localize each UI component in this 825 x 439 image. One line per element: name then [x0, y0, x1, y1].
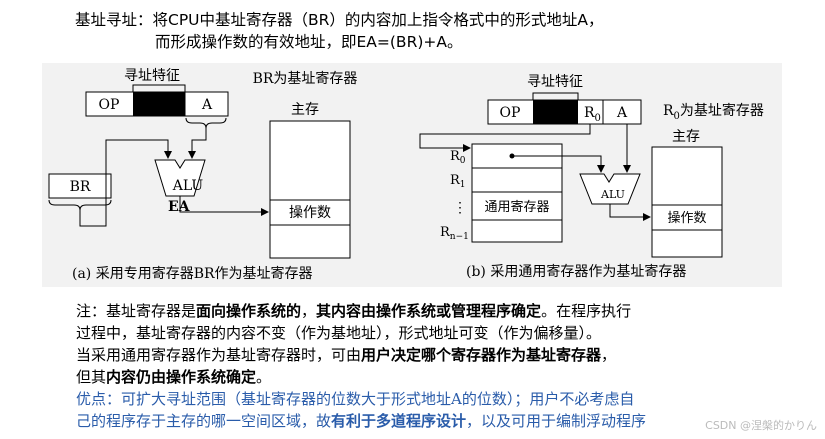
note-3b: 用户决定哪个寄存器作为基址寄存器	[361, 346, 602, 364]
advantage-2c: ，以及可用于编制浮动程序	[466, 412, 647, 430]
note-4b: 内容仍由操作系统确定	[106, 368, 257, 386]
a-arrow-br-to-alu	[79, 139, 172, 227]
heading-line-1: 基址寻址：将CPU中基址寄存器（BR）的内容加上指令格式中的形式地址A，	[75, 11, 604, 29]
note-1d: 其内容由操作系统或管理程序确定	[316, 302, 542, 320]
a-addr-field: A	[201, 97, 213, 113]
b-r0-field: R0	[584, 105, 601, 124]
note-line-2: 过程中，基址寄存器的内容不变（作为基地址），形式地址可变（作为偏移量）。	[76, 324, 602, 342]
b-reg-rn: Rn−1	[440, 225, 469, 242]
diagram-b: 寻址特征 OP R0 A R0为基址寄存器 R0 R1 ⋮ Rn−1 通用寄存器…	[419, 74, 764, 280]
b-arrow-r0-to-alu	[512, 155, 605, 173]
note-line-4: 但其内容仍由操作系统确定。	[76, 366, 271, 388]
a-memory	[269, 120, 351, 259]
b-memory	[651, 146, 723, 258]
a-br-note: BR为基址寄存器	[253, 70, 358, 87]
a-brace-a	[185, 117, 227, 129]
note-4c: 。	[256, 368, 272, 386]
b-arrow-alu-to-operand	[609, 204, 651, 221]
b-alu-label: ALU	[600, 188, 625, 201]
b-caption: (b) 采用通用寄存器作为基址寄存器	[466, 263, 686, 280]
note-line-1: 注：基址寄存器是面向操作系统的，其内容由操作系统或管理程序确定。在程序执行	[76, 300, 631, 322]
a-alu	[154, 159, 206, 197]
a-br-label: BR	[70, 179, 91, 195]
b-addr-field: A	[616, 105, 628, 121]
b-memory-label: 主存	[672, 129, 700, 145]
b-reg-r1: R1	[450, 173, 466, 190]
a-arrow-a-to-alu	[188, 128, 207, 159]
b-addr-feature-label: 寻址特征	[527, 74, 583, 90]
advantage-2a: 己的程序存于主存的哪一空间区域，故	[76, 412, 332, 430]
advantage-2b: 有利于多道程序设计	[331, 412, 467, 430]
a-alu-label: ALU	[172, 178, 204, 194]
b-feature-bracket	[532, 92, 579, 100]
note-4a: 但其	[76, 368, 107, 386]
a-op-field: OP	[99, 97, 120, 113]
note-3a: 当采用通用寄存器作为基址寄存器时，可由	[76, 346, 362, 364]
note-1c: ，	[301, 302, 317, 320]
a-addr-feature-label: 寻址特征	[124, 68, 180, 84]
b-alu	[579, 173, 641, 205]
diagram-a: 寻址特征 OP A BR为基址寄存器 BR ALU EA 主存 操作数 (a) …	[48, 68, 358, 282]
b-op-field: OP	[500, 105, 521, 121]
b-gpr-label: 通用寄存器	[484, 199, 549, 215]
advantage-line-2: 己的程序存于主存的哪一空间区域，故有利于多道程序设计，以及可用于编制浮动程序	[76, 410, 646, 432]
heading-line-2: 而形成操作数的有效地址，即EA=(BR)+A。	[155, 33, 463, 51]
b-operand-label: 操作数	[667, 210, 706, 226]
watermark: CSDN @涅槃的かりん	[705, 419, 817, 432]
note-line-3: 当采用通用寄存器作为基址寄存器时，可由用户决定哪个寄存器作为基址寄存器，	[76, 344, 616, 366]
a-arrow-ea-to-operand	[179, 196, 269, 216]
b-r0-note: R0为基址寄存器	[663, 102, 764, 122]
note-1a: 注：基址寄存器是	[76, 302, 197, 320]
a-br-register	[48, 173, 112, 199]
a-feature-bracket	[132, 84, 186, 92]
b-reg-r0: R0	[450, 149, 466, 166]
b-arrow-r0-select	[419, 124, 591, 152]
advantage-line-1: 优点：可扩大寻址范围（基址寄存器的位数大于形式地址A的位数）；用户不必考虑自	[76, 390, 635, 408]
a-feature-field	[133, 92, 185, 116]
b-feature-field	[533, 100, 578, 124]
a-operand-label: 操作数	[289, 205, 331, 221]
a-memory-label: 主存	[291, 102, 319, 118]
a-caption: (a) 采用专用寄存器BR作为基址寄存器	[72, 265, 313, 282]
a-ea-label: EA	[168, 199, 191, 215]
note-1e: 。在程序执行	[541, 302, 632, 320]
a-brace-br	[48, 199, 112, 211]
b-register-file	[471, 143, 563, 243]
note-3c: ，	[601, 346, 617, 364]
b-reg-dots: ⋮	[453, 200, 467, 216]
note-1b: 面向操作系统的	[196, 302, 302, 320]
